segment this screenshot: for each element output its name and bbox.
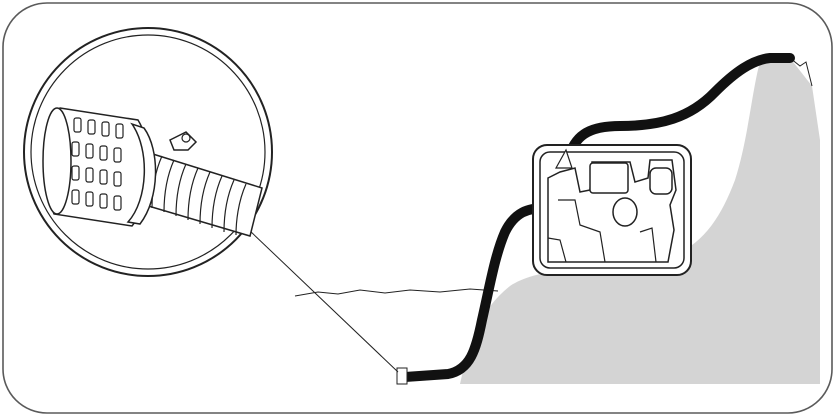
clamp-screw: [182, 134, 190, 142]
pump-recoil-starter: [613, 198, 637, 226]
water-pump: [533, 145, 691, 275]
magnified-strainer: [43, 108, 156, 226]
strainer-detail-callout: [24, 28, 272, 276]
strainer-end: [397, 368, 407, 384]
pump-fuel-tank: [590, 163, 628, 193]
pump-air-filter: [650, 168, 672, 194]
water-surface: [295, 289, 498, 296]
